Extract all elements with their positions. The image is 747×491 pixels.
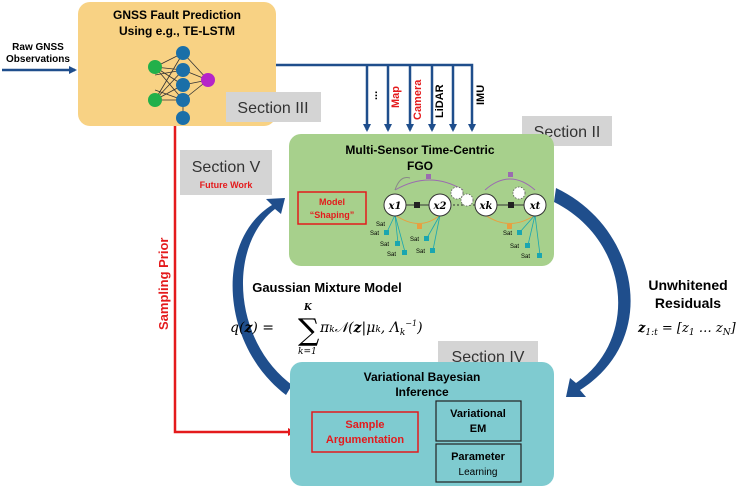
sat-label: Sat (387, 252, 396, 258)
nn-hidden-node-4 (176, 93, 190, 107)
parameter-learning-box (435, 443, 522, 483)
fgo-node-xk: xk (479, 201, 493, 212)
residuals-line1: Unwhitened (648, 277, 727, 293)
sat-label: Sat (510, 244, 519, 250)
section-iii-tag (226, 92, 321, 122)
sensor-label-map: Map (390, 86, 402, 108)
nn-input-node-1 (148, 60, 162, 74)
prediction-title-line2: Using e.g., TE-LSTM (119, 24, 235, 38)
residuals-line2: Residuals (655, 295, 721, 311)
section-v-tag (180, 150, 272, 195)
input-label-line1: Raw GNSS (12, 42, 64, 53)
sensor-label-lidar: LiDAR (434, 84, 446, 118)
model-shaping-line1: Model (319, 197, 345, 207)
variational-em-line2: EM (470, 423, 487, 435)
nn-output-node (201, 73, 215, 87)
vbi-title-line1: Variational Bayesian (364, 370, 481, 384)
nn-hidden-node-1 (176, 46, 190, 60)
fgo-to-vbi-curved-arrow (554, 188, 631, 397)
sat-label: Sat (370, 231, 379, 237)
fgo-node-xt: xt (529, 201, 541, 212)
svg-text:q(z) =: q(z) = (230, 320, 274, 336)
sat-label: Sat (521, 254, 530, 260)
fgo-node-x1: x1 (388, 201, 402, 212)
vbi-title-line2: Inference (395, 385, 449, 399)
svg-text:K: K (303, 303, 313, 313)
input-label-line2: Observations (6, 54, 70, 65)
fgo-title-line2: FGO (407, 159, 433, 173)
factor-graph (383, 172, 547, 258)
fgo-title-line1: Multi-Sensor Time-Centric (345, 143, 494, 157)
svg-text:k=1: k=1 (298, 347, 317, 357)
residuals-equation: z1:t = [z1 … zN] (637, 321, 737, 338)
sampling-prior-label: Sampling Prior (156, 238, 171, 330)
gmm-title: Gaussian Mixture Model (252, 280, 402, 295)
section-ii-label: Section II (534, 124, 601, 141)
sensor-label-dots: ... (368, 91, 380, 100)
sample-argumentation-box (311, 411, 419, 453)
svg-text:πk𝒩(z|μk, Λk−1): πk𝒩(z|μk, Λk−1) (319, 319, 423, 338)
nn-input-node-2 (148, 93, 162, 107)
prediction-to-fgo-arrow (276, 63, 476, 132)
variational-em-box (435, 400, 522, 442)
sensor-label-imu: IMU (475, 85, 487, 105)
variational-em-line1: Variational (450, 408, 506, 420)
sat-label: Sat (503, 231, 512, 237)
model-shaping-line2: “Shaping” (310, 210, 355, 220)
sat-label: Sat (416, 249, 425, 255)
svg-text:∑: ∑ (298, 313, 320, 348)
parameter-learning-line1: Parameter (451, 451, 506, 463)
gmm-equation: q(z) = ∑ K k=1 πk𝒩(z|μk, Λk−1) (230, 303, 423, 357)
nn-hidden-node-5 (176, 111, 190, 125)
section-v-label: Section V (192, 159, 261, 176)
sat-label: Sat (376, 222, 385, 228)
fgo-box (289, 134, 554, 266)
sat-label: Sat (410, 237, 419, 243)
sat-label: Sat (380, 242, 389, 248)
nn-hidden-node-3 (176, 78, 190, 92)
sample-argumentation-line1: Sample (345, 419, 384, 431)
model-shaping-box (297, 191, 367, 225)
nn-hidden-node-2 (176, 63, 190, 77)
section-iv-label: Section IV (452, 349, 525, 366)
sensor-label-camera: Camera (412, 79, 424, 120)
fgo-node-x2: x2 (433, 201, 447, 212)
vbi-to-fgo-curved-arrow (232, 198, 292, 395)
parameter-learning-line2: Learning (459, 467, 498, 478)
sampling-prior-arrow (173, 126, 296, 436)
sample-argumentation-line2: Argumentation (326, 434, 405, 446)
prediction-title-line1: GNSS Fault Prediction (113, 8, 241, 22)
future-work-label: Future Work (200, 180, 254, 190)
section-iii-label: Section III (237, 100, 308, 117)
